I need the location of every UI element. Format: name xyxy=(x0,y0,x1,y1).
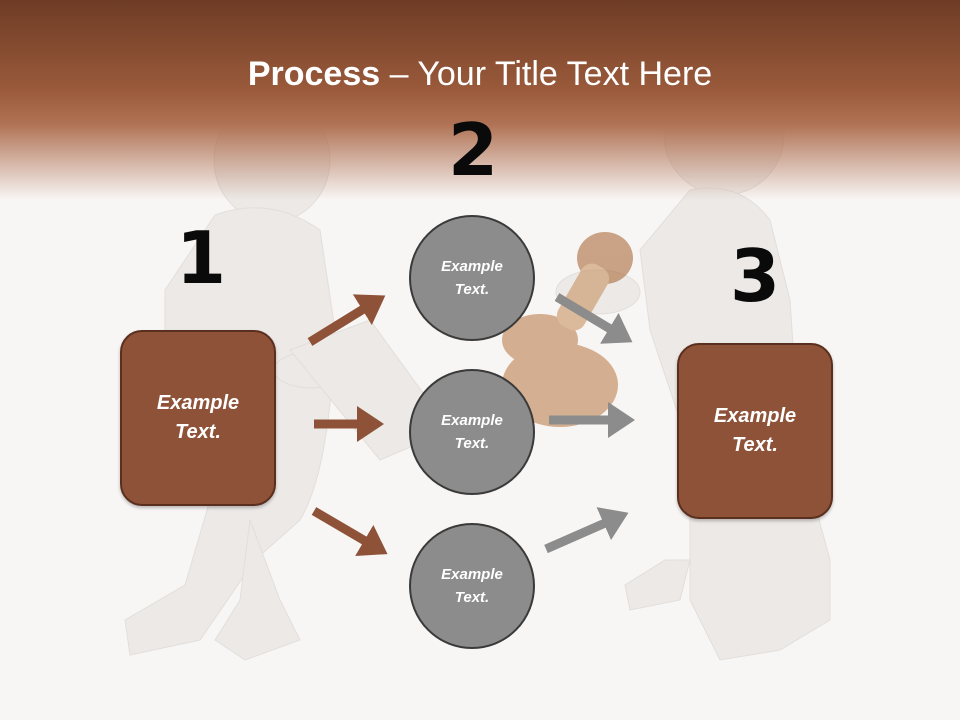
circle-middle-line2: Text. xyxy=(454,435,490,452)
title-bold: Process xyxy=(247,55,381,93)
circle-middle-line1: Example xyxy=(441,412,503,429)
left-box-line2: Text. xyxy=(175,421,221,443)
circle-bottom-line2: Text. xyxy=(454,589,490,606)
circle-top-line1: Example xyxy=(441,258,503,275)
step-number-3: 3 xyxy=(730,234,781,318)
circle-top-line2: Text. xyxy=(454,281,490,298)
right-box-line1: Example xyxy=(713,405,797,427)
arrow-bottom-to-right xyxy=(544,507,629,554)
step-number-1: 1 xyxy=(176,216,227,300)
header-band xyxy=(0,0,960,200)
title-rest: – Your Title Text Here xyxy=(380,55,713,93)
arrow-top-to-right xyxy=(554,293,633,344)
left-box-line1: Example xyxy=(156,392,240,414)
step-number-2: 2 xyxy=(448,108,499,192)
circle-bottom-line1: Example xyxy=(441,566,503,583)
right-box-line2: Text. xyxy=(732,434,778,456)
arrow-left-to-top xyxy=(307,294,386,346)
arrow-left-to-bottom xyxy=(311,507,388,556)
slide-title: Process – Your Title Text Here xyxy=(0,52,960,96)
